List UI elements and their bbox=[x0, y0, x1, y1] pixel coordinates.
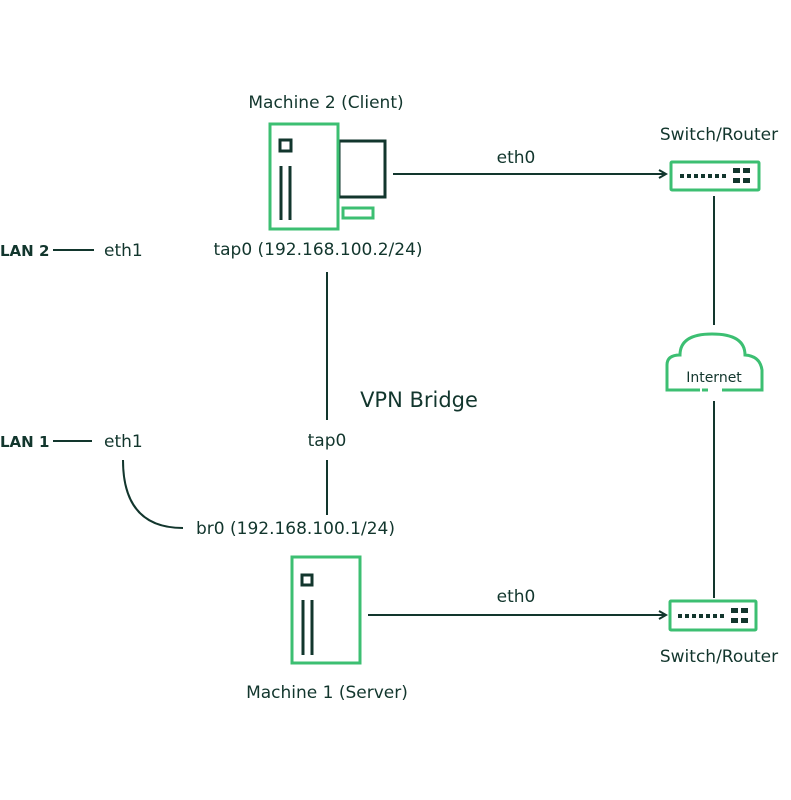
switch-bottom-title: Switch/Router bbox=[660, 647, 778, 667]
machine2-title: Machine 2 (Client) bbox=[248, 93, 403, 113]
cloud-icon bbox=[665, 332, 764, 392]
m1-eth0-label: eth0 bbox=[497, 587, 536, 607]
network-switch-icon bbox=[668, 599, 758, 632]
m2-eth1-label: eth1 bbox=[104, 241, 143, 261]
m2-tap0-label: tap0 (192.168.100.2/24) bbox=[213, 240, 422, 260]
switch-top-title: Switch/Router bbox=[660, 125, 778, 145]
m2-eth0-label: eth0 bbox=[497, 148, 536, 168]
lan1-label: LAN 1 bbox=[0, 433, 49, 451]
vpn-bridge-label: VPN Bridge bbox=[360, 388, 478, 412]
machine1-title: Machine 1 (Server) bbox=[246, 683, 408, 703]
internet-label: Internet bbox=[686, 370, 742, 386]
eth1-br0-link bbox=[122, 459, 184, 529]
m1-eth1-label: eth1 bbox=[104, 432, 143, 452]
lan2-label: LAN 2 bbox=[0, 242, 49, 260]
m1-tap0-label: tap0 bbox=[308, 431, 347, 451]
m1-br0-label: br0 (192.168.100.1/24) bbox=[196, 519, 395, 539]
server-tower-icon bbox=[290, 555, 362, 665]
network-switch-icon bbox=[669, 160, 761, 192]
desktop-computer-icon bbox=[268, 122, 387, 231]
